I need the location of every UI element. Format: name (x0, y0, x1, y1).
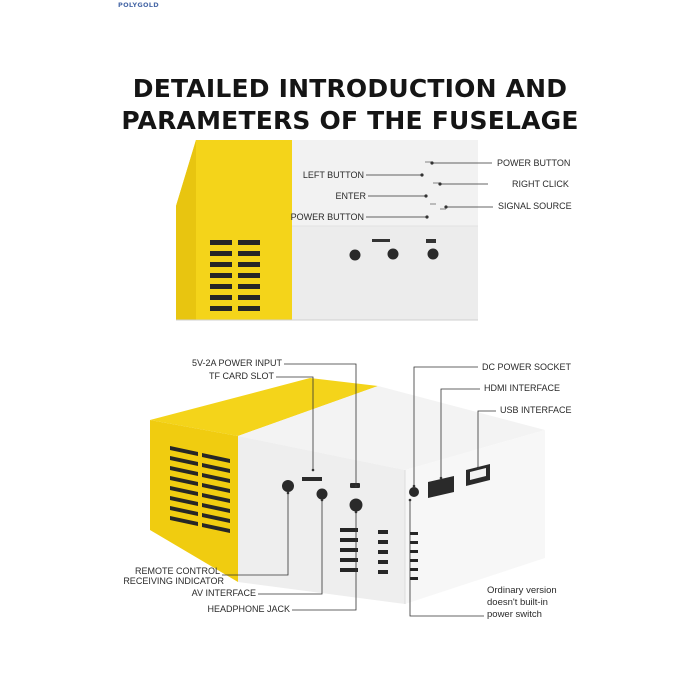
label-power-input: 5V-2A POWER INPUT (191, 358, 282, 368)
label-power-button-right: POWER BUTTON (497, 158, 571, 168)
label-av-interface: AV INTERFACE (191, 588, 256, 598)
label-signal-source: SIGNAL SOURCE (498, 201, 572, 211)
label-hdmi-interface: HDMI INTERFACE (484, 383, 561, 393)
note-line-2: doesn't built-in (487, 597, 548, 608)
label-remote-control-line-2: RECEIVING INDICATOR (123, 576, 224, 586)
label-enter: ENTER (335, 191, 366, 201)
label-right-click: RIGHT CLICK (512, 179, 569, 189)
projector-side-view (150, 363, 545, 617)
label-headphone-jack: HEADPHONE JACK (207, 604, 290, 614)
page-title-line-1: DETAILED INTRODUCTION AND (132, 74, 568, 103)
label-left-button: LEFT BUTTON (302, 170, 364, 180)
note-line-3: power switch (487, 609, 542, 620)
projector-top-view (176, 140, 493, 321)
label-power-button-left: POWER BUTTON (290, 212, 364, 222)
label-tf-card-slot: TF CARD SLOT (208, 371, 274, 381)
page-title-line-2: PARAMETERS OF THE FUSELAGE (121, 106, 579, 135)
brand-logo-text: POLYGOLD (118, 1, 159, 9)
label-remote-control-line-1: REMOTE CONTROL (134, 566, 220, 576)
label-dc-power-socket: DC POWER SOCKET (482, 362, 572, 372)
label-usb-interface: USB INTERFACE (500, 405, 572, 415)
note-line-1: Ordinary version (487, 585, 557, 596)
